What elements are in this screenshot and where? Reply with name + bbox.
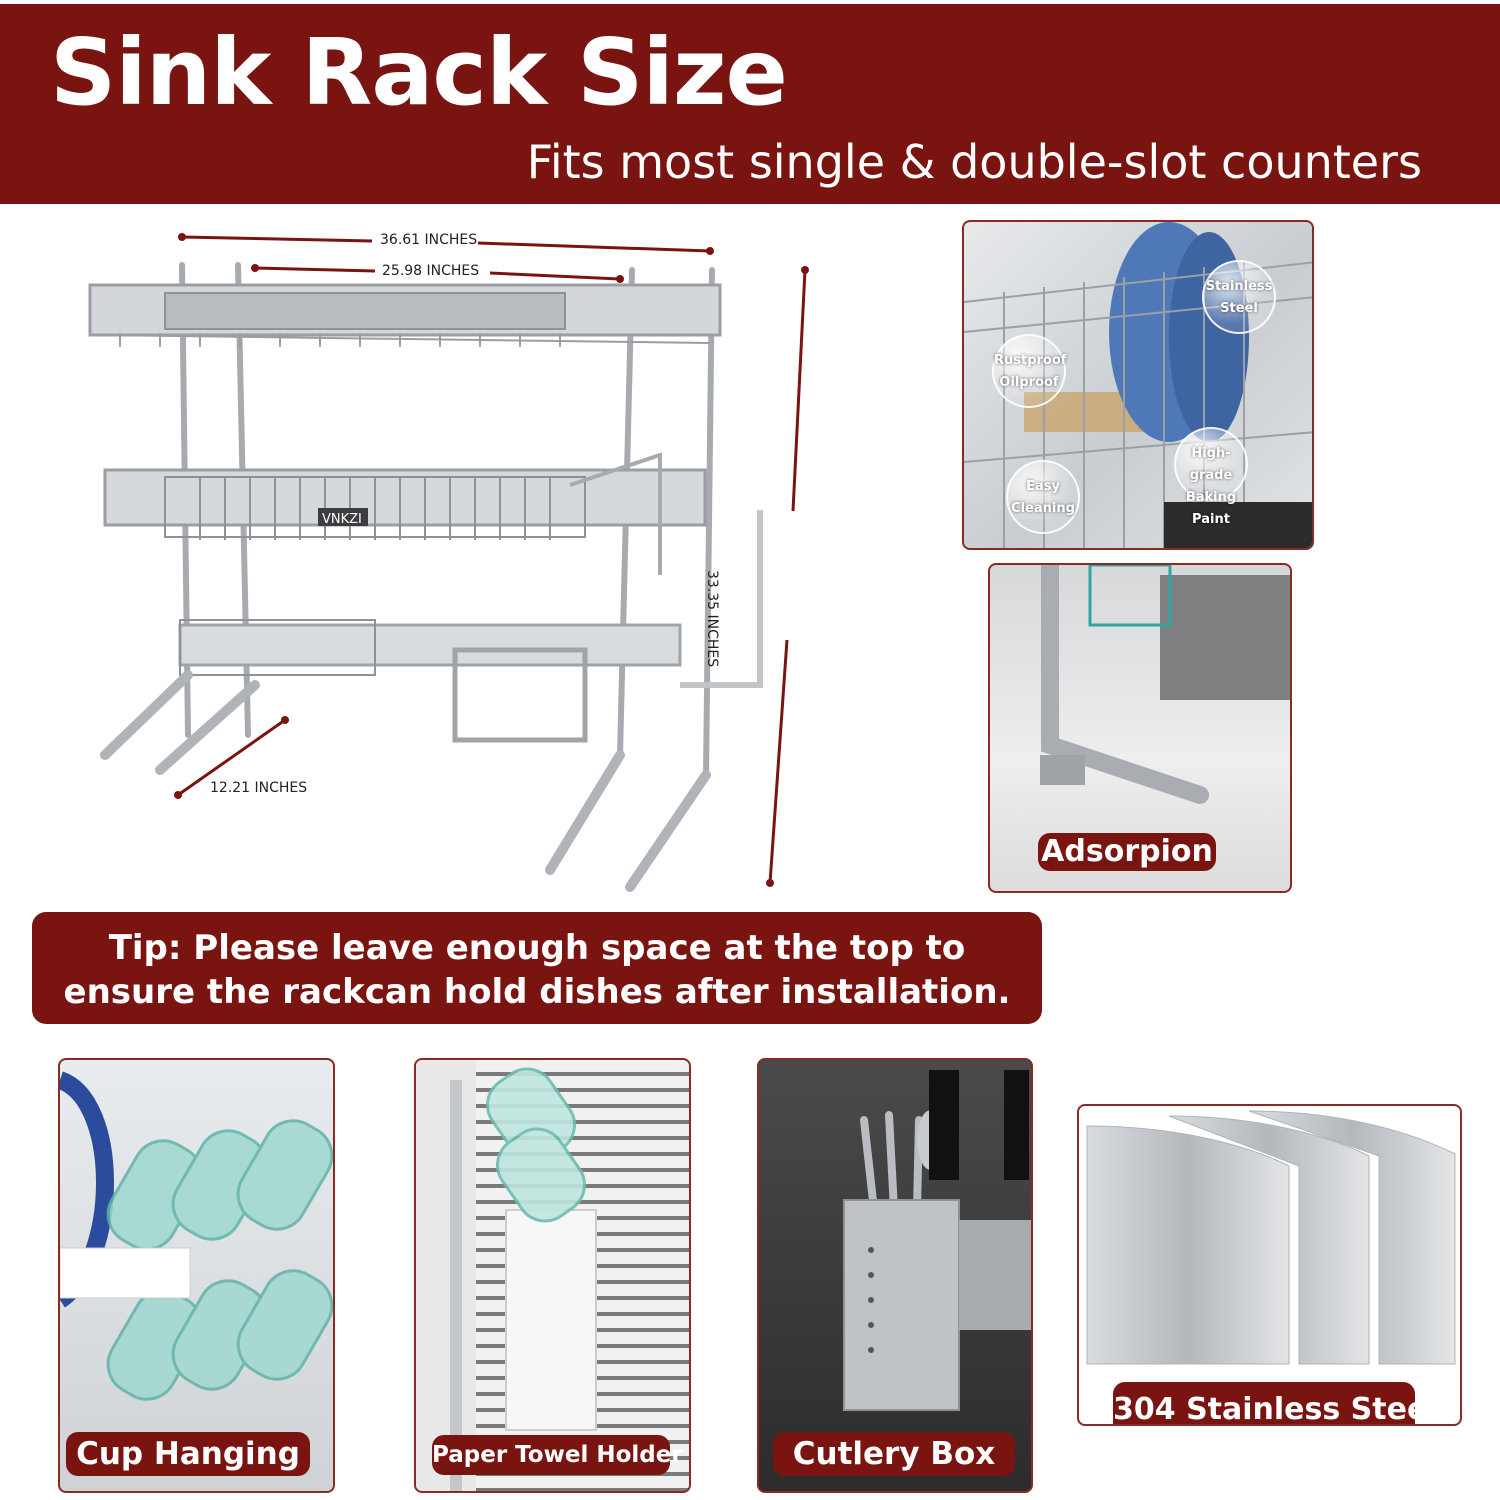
stainless-steel-label: 304 Stainless Steel	[1113, 1382, 1438, 1424]
bottom-bar	[178, 623, 682, 667]
dimension-depth: 12.21 INCHES	[210, 780, 308, 796]
installation-tip: Tip: Please leave enough space at the to…	[32, 912, 1042, 1024]
dish-basket	[103, 468, 707, 527]
feature-card-cutlery-box: Cutlery Box	[757, 1058, 1033, 1493]
dimension-inner-width: 25.98 INCHES	[382, 263, 480, 279]
page-title: Sink Rack Size	[50, 19, 788, 126]
cutlery-drawing	[843, 1070, 1031, 1411]
rack-illustration: VNKZI 36.61 INC	[60, 215, 860, 905]
cup-hanging-label: Cup Hanging	[66, 1432, 310, 1476]
dimension-height: 33.35 INCHES	[704, 570, 720, 668]
adsorption-label: Adsorpion	[1038, 833, 1216, 871]
page-subtitle: Fits most single & double-slot counters	[526, 135, 1422, 189]
steel-sheets-drawing	[1086, 1110, 1456, 1365]
cutlery-box-label: Cutlery Box	[773, 1432, 1015, 1476]
dimension-outer-width: 36.61 INCHES	[380, 232, 478, 248]
tip-line-1: Tip: Please leave enough space at the to…	[108, 928, 966, 968]
feature-card-cup-hanging: Cup Hanging	[58, 1058, 335, 1493]
paper-towel-label: Paper Towel Holder	[432, 1435, 683, 1475]
suction-foot-drawing	[1040, 565, 1290, 804]
brand-mark: VNKZI	[322, 512, 362, 527]
tip-line-2: ensure the rackcan hold dishes after ins…	[63, 972, 1011, 1012]
feature-card-adsorption: Adsorpion	[988, 563, 1292, 893]
feature-card-stainless-steel: 304 Stainless Steel	[1077, 1104, 1462, 1426]
cup-drawing	[60, 1071, 333, 1401]
paper-towel-drawing	[416, 1060, 597, 1491]
header-banner: Sink Rack Size Fits most single & double…	[0, 4, 1500, 204]
feature-card-paper-towel: Paper Towel Holder	[414, 1058, 691, 1493]
rack-drawing: VNKZI	[88, 233, 809, 892]
